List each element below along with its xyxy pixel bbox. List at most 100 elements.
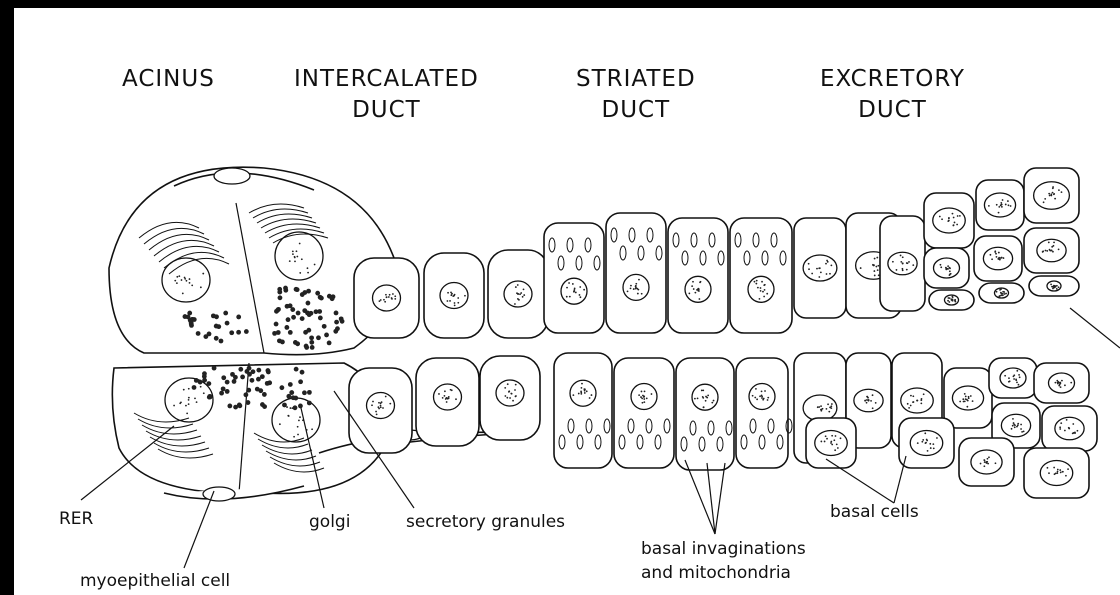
secretory-granule xyxy=(307,312,312,317)
secretory-granule xyxy=(284,325,289,330)
chromatin-dot xyxy=(705,400,707,402)
chromatin-dot xyxy=(184,277,186,279)
chromatin-dot xyxy=(702,396,704,398)
gland-drawing xyxy=(14,8,1120,595)
chromatin-dot xyxy=(591,394,593,396)
chromatin-dot xyxy=(820,441,822,443)
chromatin-dot xyxy=(694,398,696,400)
chromatin-dot xyxy=(307,267,309,269)
chromatin-dot xyxy=(186,412,188,414)
chromatin-dot xyxy=(507,383,509,385)
chromatin-dot xyxy=(925,442,927,444)
chromatin-dot xyxy=(1015,379,1017,381)
chromatin-dot xyxy=(952,300,954,302)
chromatin-dot xyxy=(948,301,950,303)
chromatin-dot xyxy=(864,400,866,402)
chromatin-dot xyxy=(1003,257,1005,259)
chromatin-dot xyxy=(1067,468,1069,470)
secretory-granule xyxy=(194,378,199,383)
chromatin-dot xyxy=(873,270,875,272)
secretory-granule xyxy=(225,389,230,394)
chromatin-dot xyxy=(692,281,694,283)
leader-basal-cells-1 xyxy=(826,459,894,503)
chromatin-dot xyxy=(902,269,904,271)
chromatin-dot xyxy=(912,395,914,397)
chromatin-dot xyxy=(761,397,763,399)
chromatin-dot xyxy=(1053,241,1055,243)
chromatin-dot xyxy=(762,291,764,293)
secretory-granule xyxy=(233,405,238,410)
chromatin-dot xyxy=(929,443,931,445)
chromatin-dot xyxy=(1019,376,1021,378)
chromatin-dot xyxy=(517,284,519,286)
secretory-granule xyxy=(225,380,230,385)
secretory-granule xyxy=(304,345,309,350)
chromatin-dot xyxy=(873,264,875,266)
secretory-granule xyxy=(330,296,335,301)
chromatin-dot xyxy=(1074,432,1076,434)
chromatin-dot xyxy=(515,286,517,288)
chromatin-dot xyxy=(866,396,868,398)
cell-nucleus xyxy=(434,384,462,410)
cell-nucleus xyxy=(748,276,774,302)
chromatin-dot xyxy=(1062,471,1064,473)
chromatin-dot xyxy=(1053,245,1055,247)
secretory-granule xyxy=(324,333,329,338)
chromatin-dot xyxy=(444,395,446,397)
chromatin-dot xyxy=(995,462,997,464)
secretory-granule xyxy=(302,390,307,395)
secretory-granule xyxy=(251,369,256,374)
chromatin-dot xyxy=(872,394,874,396)
chromatin-dot xyxy=(643,401,645,403)
secretory-granule xyxy=(211,313,216,318)
chromatin-dot xyxy=(954,222,956,224)
chromatin-dot xyxy=(984,459,986,461)
chromatin-dot xyxy=(1045,250,1047,252)
chromatin-dot xyxy=(877,265,879,267)
chromatin-dot xyxy=(948,217,950,219)
chromatin-dot xyxy=(520,292,522,294)
chromatin-dot xyxy=(630,285,632,287)
chromatin-dot xyxy=(1046,250,1048,252)
chromatin-dot xyxy=(907,262,909,264)
secretory-granule xyxy=(279,385,284,390)
chromatin-dot xyxy=(299,416,301,418)
chromatin-dot xyxy=(906,269,908,271)
secretory-granule xyxy=(192,385,197,390)
chromatin-dot xyxy=(1043,201,1045,203)
chromatin-dot xyxy=(188,399,190,401)
chromatin-dot xyxy=(900,261,902,263)
chromatin-dot xyxy=(761,394,763,396)
chromatin-dot xyxy=(191,284,193,286)
chromatin-dot xyxy=(828,411,830,413)
chromatin-dot xyxy=(202,273,204,275)
chromatin-dot xyxy=(1064,384,1066,386)
secretory-granule xyxy=(207,394,212,399)
cell-nucleus xyxy=(570,380,596,406)
chromatin-dot xyxy=(703,406,705,408)
chromatin-dot xyxy=(522,296,524,298)
chromatin-dot xyxy=(581,387,583,389)
chromatin-dot xyxy=(641,293,643,295)
chromatin-dot xyxy=(438,393,440,395)
chromatin-dot xyxy=(446,397,448,399)
chromatin-dot xyxy=(294,256,296,258)
secretory-granule xyxy=(288,382,293,387)
chromatin-dot xyxy=(1066,419,1068,421)
chromatin-dot xyxy=(506,397,508,399)
chromatin-dot xyxy=(1048,242,1050,244)
chromatin-dot xyxy=(964,401,966,403)
chromatin-dot xyxy=(1013,422,1015,424)
chromatin-dot xyxy=(826,438,828,440)
striated-cell xyxy=(668,218,728,333)
chromatin-dot xyxy=(902,256,904,258)
chromatin-dot xyxy=(523,288,525,290)
chromatin-dot xyxy=(188,403,190,405)
secretory-granule xyxy=(306,301,311,306)
chromatin-dot xyxy=(991,258,993,260)
chromatin-dot xyxy=(868,400,870,402)
chromatin-dot xyxy=(959,215,961,217)
chromatin-dot xyxy=(1021,431,1023,433)
cell-nucleus xyxy=(1001,414,1030,437)
chromatin-dot xyxy=(940,266,942,268)
